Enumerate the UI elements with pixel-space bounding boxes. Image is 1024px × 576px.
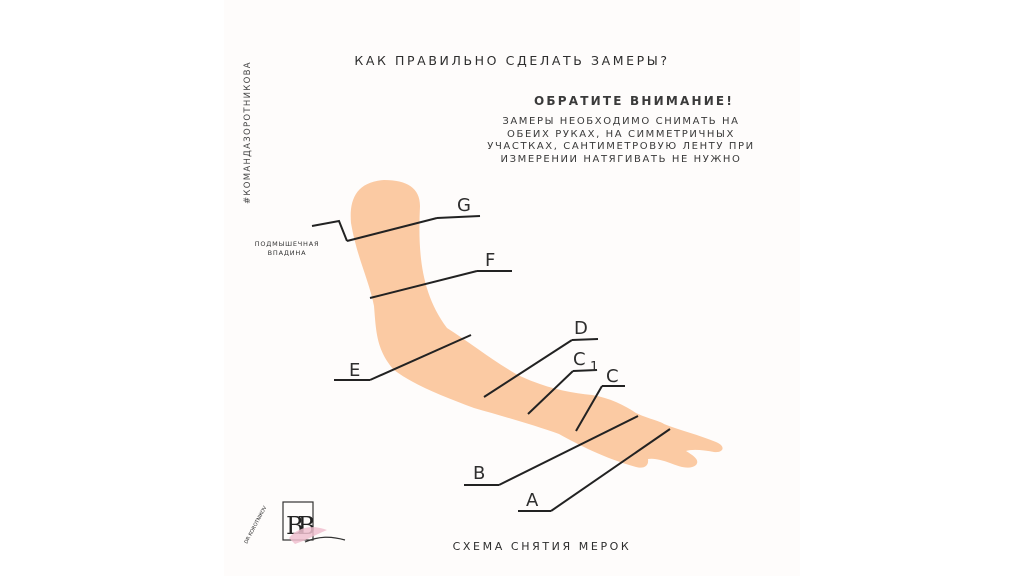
marker-g: G <box>311 195 481 242</box>
logo-swoosh <box>304 536 346 543</box>
measure-line-b <box>498 415 639 486</box>
marker-c: C <box>575 366 625 432</box>
label-c: C <box>606 366 619 387</box>
marker-d: D <box>483 318 599 398</box>
page-title: КАК ПРАВИЛЬНО СДЕЛАТЬ ЗАМЕРЫ? <box>354 53 670 68</box>
axilla-label-line: ВПАДИНА <box>267 249 307 257</box>
leader-line-d <box>571 338 599 341</box>
axilla-pointer-line <box>311 219 348 242</box>
marker-c1: C 1 <box>527 349 598 415</box>
marker-b: B <box>464 415 639 486</box>
attention-note: ЗАМЕРЫ НЕОБХОДИМО СНИМАТЬ НА ОБЕИХ РУКАХ… <box>456 116 786 166</box>
measure-line-f <box>369 270 478 299</box>
label-c1: C <box>573 349 586 370</box>
note-line: УЧАСТКАХ, САНТИМЕТРОВУЮ ЛЕНТУ ПРИ <box>487 141 755 152</box>
measure-line-g <box>346 217 438 242</box>
label-b: B <box>473 463 485 484</box>
attention-heading: ОБРАТИТЕ ВНИМАНИЕ! <box>533 94 735 108</box>
marker-a: A <box>518 428 671 512</box>
logo-graphic: DR KOROTNIKOV BB <box>243 501 346 545</box>
marker-f: F <box>369 250 512 299</box>
footer-caption: СХЕМА СНЯТИЯ МЕРОК <box>452 540 632 553</box>
logo-ribbon <box>289 527 327 544</box>
label-f: F <box>485 250 495 271</box>
note-line: ЗАМЕРЫ НЕОБХОДИМО СНИМАТЬ НА <box>502 116 740 127</box>
arm-diagram: G F E D C 1 C <box>311 180 723 512</box>
axilla-label-line: ПОДМЫШЕЧНАЯ <box>254 240 320 248</box>
note-line: ИЗМЕРЕНИИ НАТЯГИВАТЬ НЕ НУЖНО <box>500 153 742 165</box>
measure-line-c1 <box>527 370 574 415</box>
leader-line-g <box>436 215 481 219</box>
arm-silhouette <box>350 180 723 468</box>
axilla-label: ПОДМЫШЕЧНАЯ ВПАДИНА <box>242 240 332 258</box>
label-e: E <box>349 360 360 381</box>
label-c1-subscript: 1 <box>590 360 598 375</box>
measure-line-d <box>483 339 573 398</box>
brand-logo: DR KOROTNIKOV BB <box>231 498 351 548</box>
measure-line-e <box>369 334 472 381</box>
logo-arc-text: DR KOROTNIKOV <box>243 505 268 545</box>
note-line: ОБЕИХ РУКАХ, НА СИММЕТРИЧНЫХ <box>507 128 735 140</box>
label-d: D <box>574 318 588 339</box>
marker-e: E <box>334 334 472 381</box>
leader-line-c1 <box>572 369 598 372</box>
measure-line-c <box>575 385 603 432</box>
measurement-poster: КАК ПРАВИЛЬНО СДЕЛАТЬ ЗАМЕРЫ? ОБРАТИТЕ В… <box>224 0 800 576</box>
label-a: A <box>526 490 539 511</box>
measure-line-a <box>550 428 671 512</box>
label-g: G <box>457 195 471 216</box>
